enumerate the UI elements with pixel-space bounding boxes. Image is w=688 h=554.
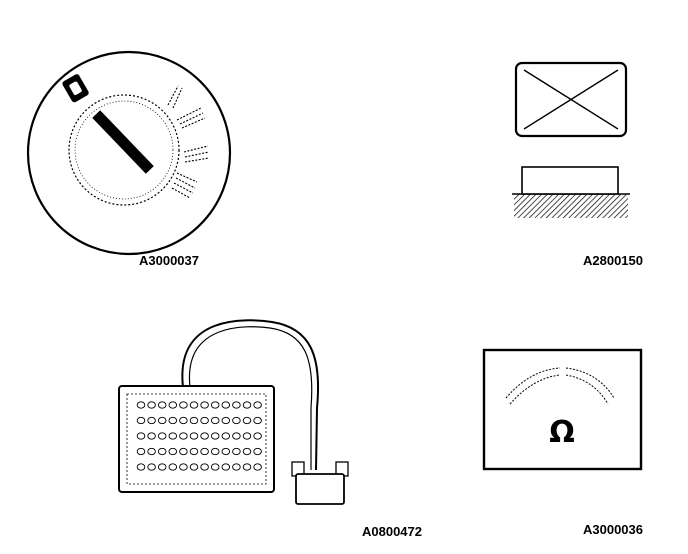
tester-pin bbox=[157, 416, 167, 425]
tester-pin bbox=[221, 447, 231, 456]
tester-pin bbox=[242, 416, 252, 425]
tester-pin bbox=[168, 432, 178, 440]
figure-code-cover: A2800150 bbox=[583, 253, 643, 268]
tester-pin bbox=[232, 463, 241, 471]
tester-pin bbox=[179, 463, 188, 471]
tester-pin bbox=[189, 432, 199, 440]
tester-pin bbox=[253, 432, 262, 440]
svg-text:Ω: Ω bbox=[549, 415, 575, 450]
cover-block-icon bbox=[512, 61, 630, 218]
tester-pin bbox=[232, 401, 241, 409]
tester-pin bbox=[136, 401, 146, 409]
tester-pin bbox=[200, 432, 209, 440]
tester-pin bbox=[136, 432, 146, 440]
tester-pin bbox=[189, 447, 199, 456]
figure-code-ohmmeter: A3000036 bbox=[583, 522, 643, 537]
tester-pin bbox=[221, 401, 231, 409]
tester-pin bbox=[200, 463, 209, 471]
tester-pin bbox=[179, 401, 188, 409]
tester-pin bbox=[179, 447, 188, 456]
tester-pin bbox=[210, 432, 220, 440]
ohmmeter-icon: Ω bbox=[482, 348, 643, 471]
tester-pin bbox=[147, 432, 156, 440]
tester-pin bbox=[232, 447, 241, 456]
tester-pin bbox=[242, 463, 252, 471]
tester-pin bbox=[200, 401, 209, 409]
tester-pin bbox=[242, 432, 252, 440]
tester-pin bbox=[179, 416, 188, 425]
tester-pin bbox=[157, 463, 167, 471]
tester-pin bbox=[253, 463, 262, 471]
tester-pin bbox=[157, 432, 167, 440]
figure-code-ignition: A3000037 bbox=[139, 253, 199, 268]
tester-pin bbox=[221, 432, 231, 440]
tester-pin bbox=[200, 447, 209, 456]
tester-pin bbox=[168, 447, 178, 456]
tester-pin bbox=[147, 463, 156, 471]
tester-pin bbox=[242, 447, 252, 456]
tester-pin bbox=[168, 463, 178, 471]
tester-pin bbox=[136, 447, 146, 456]
breakout-box-icon bbox=[118, 319, 349, 505]
tester-pin bbox=[210, 416, 220, 425]
tester-pin bbox=[157, 401, 167, 409]
tester-pin bbox=[232, 416, 241, 425]
tester-pin bbox=[189, 463, 199, 471]
figure-code-tester: A0800472 bbox=[362, 524, 422, 539]
tester-pin bbox=[210, 447, 220, 456]
tester-pin bbox=[232, 432, 241, 440]
tester-pin bbox=[253, 401, 262, 409]
tester-pin bbox=[136, 416, 146, 425]
tester-pin bbox=[253, 447, 262, 456]
tester-pin bbox=[157, 447, 167, 456]
tester-pin bbox=[189, 401, 199, 409]
tester-pin bbox=[147, 447, 156, 456]
tester-pin bbox=[210, 401, 220, 409]
tester-pin bbox=[168, 401, 178, 409]
tester-pin bbox=[136, 463, 146, 471]
tester-pin bbox=[200, 416, 209, 425]
tester-pin bbox=[189, 416, 199, 425]
tester-pin bbox=[147, 401, 156, 409]
tester-pin bbox=[221, 416, 231, 425]
tester-pin bbox=[242, 401, 252, 409]
ignition-switch-icon bbox=[26, 50, 232, 256]
tester-pin bbox=[253, 416, 262, 425]
tester-pin bbox=[179, 432, 188, 440]
tester-pin bbox=[221, 463, 231, 471]
tester-pin bbox=[210, 463, 220, 471]
tester-pin bbox=[168, 416, 178, 425]
tester-pin bbox=[147, 416, 156, 425]
